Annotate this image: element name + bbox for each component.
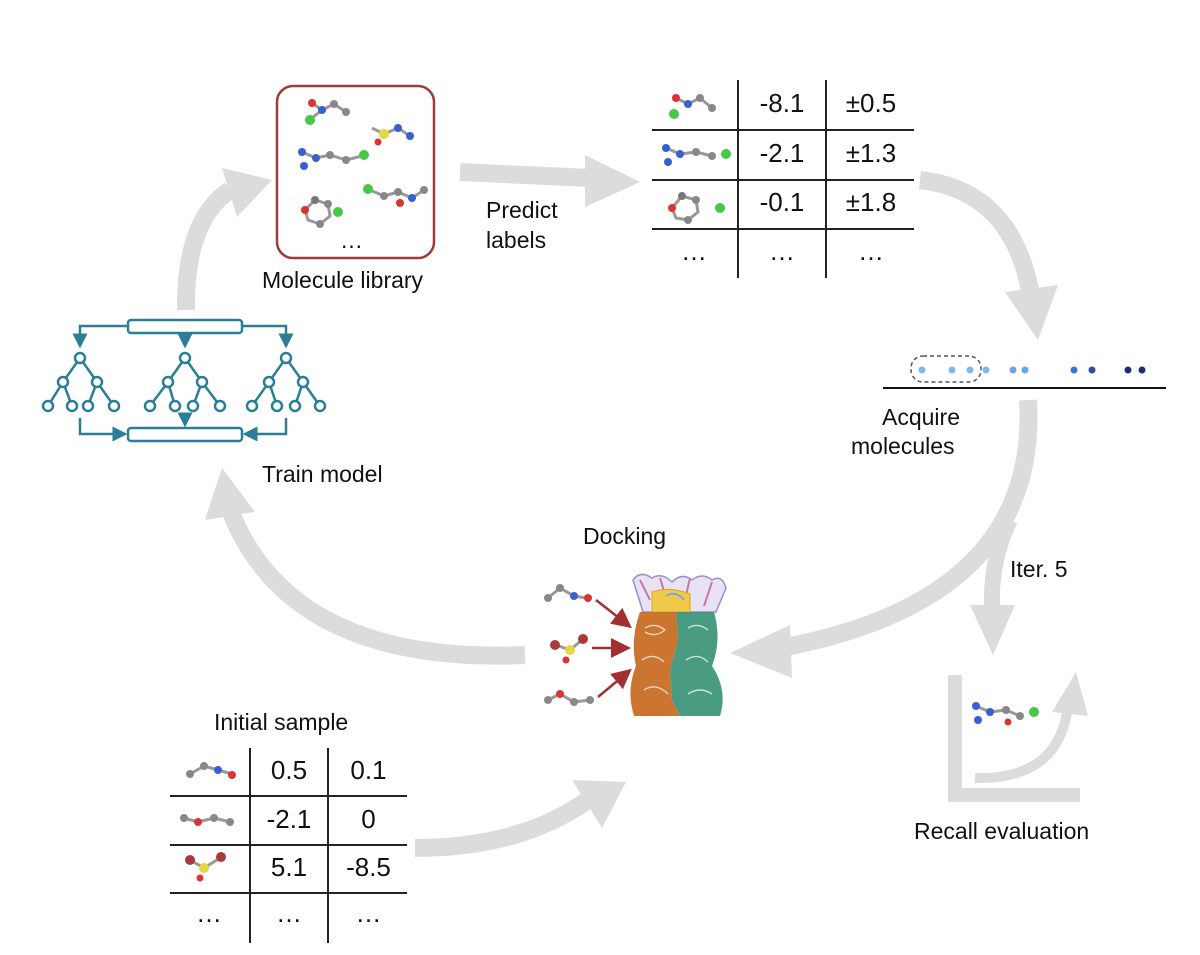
arrow-to-train — [205, 468, 526, 665]
decision-tree — [41, 351, 121, 413]
table-cell-score: -8.1 — [759, 88, 805, 118]
predict-labels-line2: labels — [486, 227, 547, 253]
docking-label: Docking — [583, 523, 667, 549]
arrow-to-acquire — [918, 171, 1058, 340]
train-model-icon — [41, 318, 327, 443]
table-cell-ellipsis: … — [355, 898, 382, 928]
ligand-icon — [550, 634, 588, 664]
library-molecule-icon — [363, 184, 428, 207]
acquisition-ranking — [883, 355, 1166, 389]
train-model-label: Train model — [262, 461, 383, 487]
decision-tree — [245, 351, 327, 413]
ligand-icon — [544, 584, 592, 602]
arrow-initial-to-docking — [414, 780, 626, 857]
table-cell-value: 0 — [361, 804, 376, 834]
library-molecule-icon — [305, 99, 350, 125]
protein-structure-icon — [630, 573, 727, 716]
library-molecule-icon — [371, 124, 414, 146]
table-cell-ellipsis: … — [681, 236, 707, 266]
predicted-table-molecules — [662, 94, 731, 224]
docking-illustration — [544, 573, 727, 716]
table-cell-uncertainty: ±0.5 — [845, 88, 897, 118]
table-cell-uncertainty: ±1.3 — [845, 138, 897, 168]
arrow-to-docking — [730, 399, 1038, 678]
molecule-library-box — [275, 84, 436, 260]
iter-label: Iter. 5 — [1010, 556, 1068, 582]
ligand-icon — [544, 690, 594, 706]
initial-table-grid — [170, 748, 407, 943]
table-cell-ellipsis: … — [769, 236, 795, 266]
acquire-molecules-line1: Acquire — [882, 404, 960, 430]
molecule-library-label: Molecule library — [262, 267, 424, 293]
recall-evaluation-label: Recall evaluation — [914, 818, 1090, 844]
initial-table-molecules — [180, 762, 236, 882]
table-cell-uncertainty: ±1.8 — [845, 187, 897, 217]
library-molecule-icon — [301, 196, 343, 228]
docking-arrows — [592, 599, 632, 698]
table-molecule-icon — [662, 144, 731, 166]
table-cell-score: -0.1 — [759, 187, 805, 217]
table-molecule-icon — [186, 762, 236, 779]
recall-evaluation-plot — [948, 672, 1088, 802]
library-molecule-icon — [298, 148, 369, 170]
decision-tree — [143, 351, 227, 413]
library-ellipsis: … — [340, 227, 363, 253]
arrow-to-library — [176, 168, 272, 311]
arrow-iter-branch — [970, 516, 1018, 655]
table-cell-ellipsis: … — [858, 236, 884, 266]
predict-labels-line1: Predict — [486, 197, 558, 223]
recall-molecule-icon — [972, 702, 1039, 726]
table-cell-value: 0.5 — [270, 755, 308, 785]
table-molecule-icon — [185, 852, 226, 882]
table-molecule-icon — [669, 94, 716, 119]
predicted-table-grid — [652, 80, 914, 278]
table-cell-value: -2.1 — [266, 804, 312, 834]
table-cell-ellipsis: … — [196, 898, 222, 928]
table-molecule-icon — [668, 192, 725, 224]
table-cell-value: 0.1 — [350, 755, 387, 785]
initial-sample-label: Initial sample — [214, 709, 349, 735]
acquire-molecules-line2: molecules — [851, 433, 955, 459]
table-cell-ellipsis: … — [276, 898, 302, 928]
table-cell-score: -2.1 — [759, 138, 805, 168]
cycle-arrows — [176, 155, 1058, 857]
arrow-predict — [459, 155, 640, 207]
table-cell-value: -8.5 — [346, 852, 391, 882]
table-molecule-icon — [180, 814, 234, 826]
table-cell-value: 5.1 — [270, 852, 308, 882]
